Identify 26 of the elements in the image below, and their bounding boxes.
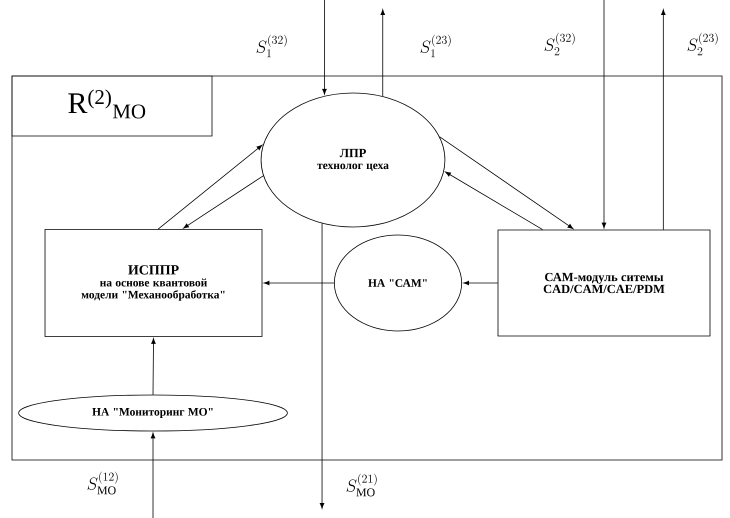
arrow: [322, 0, 327, 95]
arrow: [602, 0, 606, 228]
edge-label: $S_{1}^{(23)}$: [420, 34, 451, 58]
arrow: [380, 9, 385, 97]
arrow: [158, 144, 262, 230]
arrow: [320, 223, 324, 509]
process-box: ИСППР на основе квантовой модели "Механообработка": [44, 229, 262, 337]
ellipse-node: НА "Мониторинг МО": [18, 394, 288, 432]
arrow: [183, 175, 264, 229]
arrow: [445, 172, 543, 230]
arrow: [439, 136, 574, 229]
edge-label: $S_{1}^{(32)}$: [256, 34, 287, 58]
frame-box: [12, 76, 722, 460]
edge-label: $S_{\text{МО}}^{(12)}$: [88, 472, 118, 494]
arrow: [661, 9, 666, 230]
arrow: [150, 432, 156, 518]
edge-label: $S_{2}^{(32)}$: [544, 32, 575, 56]
edge-label: $S_{2}^{(23)}$: [688, 32, 718, 56]
edge-label: $S_{\text{МО}}^{(21)}$: [346, 474, 377, 496]
process-box: САМ-модуль ситемы CAD/CAM/CAE/PDM: [498, 230, 710, 336]
ellipse-node: ЛПР технолог цеха: [260, 92, 446, 228]
arrow: [151, 338, 156, 395]
ellipse-node: НА "САМ": [334, 234, 462, 332]
arrow: [264, 280, 334, 286]
arrow: [463, 280, 498, 286]
title-text: R$^{(2)}$МО: [68, 89, 146, 118]
